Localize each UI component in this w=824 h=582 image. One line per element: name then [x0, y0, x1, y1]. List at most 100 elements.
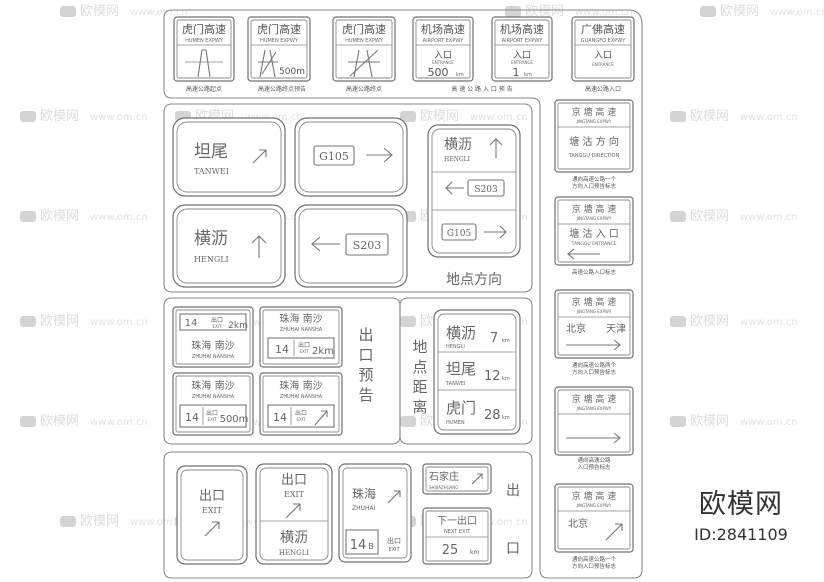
jingtang-two-direction-sign: 京 塘 高 速 JINGTANG EXPWY 北京 天津	[554, 289, 634, 359]
route-number: G105	[319, 150, 349, 163]
svg-text:www.om.cn: www.om.cn	[130, 517, 188, 528]
exit-notice-sign-b: 珠海 南沙 ZHUHAI NANSHA 14 出口 EXIT 2km	[259, 306, 343, 368]
caption-line: 入口预告标志	[577, 463, 611, 471]
route-shield	[345, 233, 389, 256]
distance-unit: km	[524, 72, 532, 78]
distance-sign: 横沥 HENGLI 7 km 坦尾 TANWEI 12 km 虎门 HUMEN …	[433, 309, 521, 435]
expressway-start-sign: 虎门高速 HUMEN EXPWY	[173, 16, 235, 82]
caption-line: 通向高速公路两个	[572, 361, 617, 369]
place-name: 坦尾	[194, 142, 228, 162]
entrance-label-en: ENTRANCE	[511, 60, 533, 65]
exit-number-box	[179, 404, 247, 428]
svg-text:www.om.cn: www.om.cn	[470, 517, 528, 528]
svg-text:欧模网: 欧模网	[40, 209, 79, 224]
watermark-mark: 欧模网 www.om.cn	[60, 514, 188, 529]
exit-number-box	[345, 529, 379, 555]
sign-title: 广佛高速	[581, 22, 625, 36]
distance-number: 28	[484, 408, 501, 423]
tanwei-direction-sign: 坦尾 TANWEI	[172, 117, 286, 197]
caption-expressway-end: 高速公路终点	[346, 85, 382, 93]
svg-text:欧模网: 欧模网	[80, 514, 119, 529]
diagonal-arrow-icon	[285, 503, 301, 519]
place-name-en: TANWEI	[445, 381, 465, 387]
top-row-signs: 虎门高速 HUMEN EXPWY 虎门高速 HUMEN EXPWY 500m 虎…	[173, 16, 635, 93]
road-icon	[197, 49, 211, 78]
sign-subtitle: GUANGFO EXPWY	[581, 38, 627, 44]
exit-label: 出口	[281, 473, 307, 488]
distance-number: 1	[513, 66, 520, 79]
sign-title: 京 塘 高 速	[572, 393, 617, 405]
caption-line: 方向入口预告标志	[572, 182, 617, 190]
distance-unit: km	[502, 338, 510, 344]
exit-number: 14	[275, 343, 289, 356]
sign-subtitle: JINGTANG EXPWY	[576, 119, 612, 124]
distance-unit: km	[502, 415, 510, 421]
svg-text:欧模网: 欧模网	[720, 4, 759, 19]
place-name-en: HENGLI	[444, 156, 471, 163]
svg-text:www.om.cn: www.om.cn	[740, 112, 798, 123]
direction-label: 北京	[568, 517, 588, 530]
exit-label: 出口	[199, 489, 225, 504]
diagonal-arrow-icon	[387, 490, 401, 504]
sign-subtitle: HUMEN EXPWY	[260, 38, 299, 44]
exit-label-en: EXIT	[388, 547, 400, 553]
destination-names-en: ZHUHAI NANSHA	[192, 394, 235, 400]
exit-number-box	[179, 313, 247, 331]
svg-text:欧模网: 欧模网	[690, 414, 729, 429]
direction-label: 北京	[566, 322, 586, 335]
sign-title: 京 塘 高 速	[572, 296, 617, 308]
caption-line: 高速公路入口标志	[572, 268, 617, 276]
svg-text:欧模网: 欧模网	[40, 414, 79, 429]
caption-line: 通向高速公路一个	[572, 175, 617, 183]
destination-names-en: ZHUHAI NANSHA	[280, 394, 323, 400]
exit-notice-sign-d: 珠海 南沙 ZHUHAI NANSHA 14 出口 EXIT	[259, 372, 343, 436]
airport-entrance-1km-sign: 机场高速 AIRPORT EXPWY 入口 ENTRANCE 1 km	[491, 16, 553, 82]
exit-number: 14	[350, 538, 367, 553]
entrance-label: 入口	[513, 50, 531, 61]
exit-label-en: EXIT	[213, 324, 222, 329]
sign-title: 机场高速	[500, 22, 544, 36]
diagonal-arrow-icon	[314, 410, 328, 426]
exit-distance: 500m	[220, 414, 249, 425]
place-name: 虎门	[446, 399, 476, 417]
exit-hengli-sign: 出口 EXIT 横沥 HENGLI	[255, 463, 333, 565]
place-name: 坦尾	[446, 360, 476, 378]
exit-label: 出口	[211, 316, 223, 324]
destination-names: 珠海 南沙	[279, 379, 322, 392]
jingtang-entrance-notice-sign: 京 塘 高 速 JINGTANG EXPWY	[554, 386, 634, 456]
place-name: 横沥	[280, 530, 308, 546]
sign-subtitle: JINGTANG EXPWY	[576, 309, 612, 314]
bottom-exit-panel: 出口 EXIT 出口 EXIT 横沥 HENGLI 珠海 ZHUHAI 14 B…	[176, 463, 520, 565]
destination-names-en: ZHUHAI NANSHA	[280, 327, 323, 333]
exit-distance: 2km	[312, 346, 334, 357]
sign-subtitle: JINGTANG EXPWY	[576, 503, 612, 508]
exit-label: 出口	[387, 536, 401, 545]
svg-text:www.om.cn: www.om.cn	[130, 7, 188, 18]
svg-text:www.om.cn: www.om.cn	[575, 7, 633, 18]
svg-text:欧模网: 欧模网	[80, 4, 119, 19]
direction-panel-outline	[163, 103, 533, 293]
distance-number: 7	[490, 331, 498, 346]
diagonal-arrow-icon	[252, 149, 267, 164]
distance-unit: km	[470, 549, 479, 556]
place-name: 石家庄	[429, 470, 459, 483]
distance-panel: 地点距离 横沥 HENGLI 7 km 坦尾 TANWEI 12 km 虎门 H…	[412, 309, 521, 435]
right-arrow-icon	[366, 147, 393, 163]
section-label-place-direction: 地点方向	[446, 272, 502, 288]
caption-entrance-notice: 高 速 公 路 入 口 预 告	[451, 85, 512, 93]
shijiazhuang-sign: 石家庄 SHIJIAZHUANG	[422, 463, 492, 495]
place-name-en: TANWEI	[194, 167, 229, 176]
direction-label-en: TANGGU ENTRANCE	[571, 241, 617, 247]
distance-unit: km	[456, 72, 464, 78]
svg-text:www.om.cn: www.om.cn	[770, 7, 824, 18]
exit-label-en: EXIT	[208, 417, 217, 422]
svg-text:欧模网: 欧模网	[40, 314, 79, 329]
right-column-signs: 京 塘 高 速 JINGTANG EXPWY 塘 沽 方 向 TANGGU DI…	[554, 99, 634, 570]
distance-row: 虎门 HUMEN 28 km	[446, 399, 510, 426]
exit-label-en: EXIT	[297, 417, 306, 422]
g105-direction-sign: G105	[294, 117, 408, 197]
hengli-direction-sign: 横沥 HENGLI	[172, 204, 286, 288]
